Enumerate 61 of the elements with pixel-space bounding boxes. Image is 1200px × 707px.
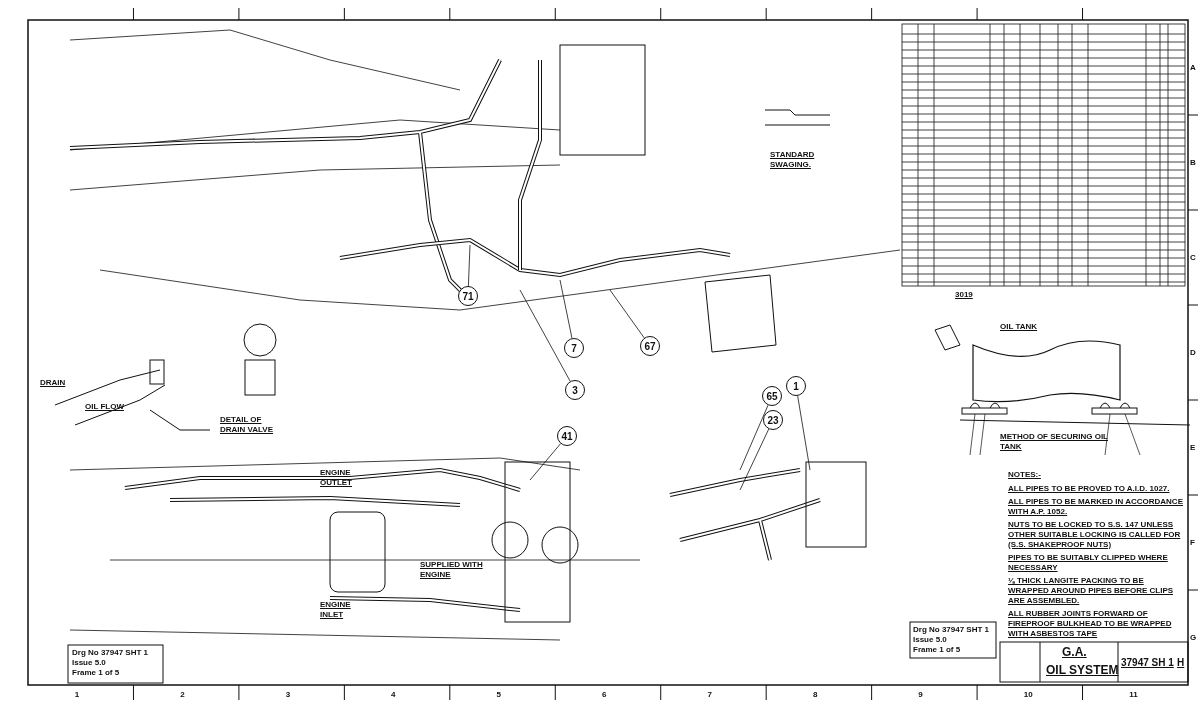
leader-line [519,289,571,382]
note-text: NUTS TO BE LOCKED TO S.S. 147 UNLESS OTHER SUITABLE LOCKING IS CALLED FOR (S.S. SHAKEPROOF NUTS) [1008,520,1182,550]
callout-number: 7 [564,338,584,358]
leader-line [529,443,561,481]
view-heading: METHOD OF SECURING OIL TANK [1000,432,1109,452]
part-label: SUPPLIED WITH ENGINE [420,560,484,580]
zone-marker: 6 [602,690,608,700]
notes-heading: NOTES:- [1008,470,1042,480]
zone-marker: G [1190,632,1198,643]
zone-marker: B [1190,157,1197,168]
revision-letter: H [1177,656,1186,670]
zone-marker: 11 [1129,690,1139,700]
drawing-number: Drg No 37947 SHT 1 [72,648,150,658]
zone-marker: 2 [180,690,186,700]
zone-marker: 1 [74,690,81,700]
zone-marker: 4 [391,690,397,700]
note-text: ALL PIPES TO BE MARKED IN ACCORDANCE WITH A.P. 1052. [1008,497,1184,517]
part-label: ENGINE INLET [320,600,352,620]
leader-line [559,279,573,339]
zone-marker: D [1190,347,1197,358]
leader-line [739,428,770,491]
callout-number: 65 [762,386,782,406]
zone-marker: A [1190,62,1197,73]
zone-marker: 7 [707,690,713,700]
callout-number: 23 [763,410,783,430]
title-text: G.A. [1062,645,1088,659]
callout-number: 41 [557,426,577,446]
view-heading: DETAIL OF DRAIN VALVE [220,415,275,435]
frame-number: Frame 1 of 5 [72,668,121,678]
callout-number: 1 [786,376,806,396]
zone-marker: 9 [918,690,924,700]
zone-marker: 5 [496,690,502,700]
drawing-number: Drg No 37947 SHT 1 [913,625,991,635]
view-heading: OIL TANK [1000,322,1039,332]
callout-number: 71 [458,286,478,306]
zone-marker: E [1190,442,1197,453]
callout-number: 67 [640,336,660,356]
note-text: ALL PIPES TO BE PROVED TO A.I.D. 1027. [1008,484,1171,494]
view-heading: STANDARD SWAGING. [770,150,816,170]
drawing-number: 37947 SH 1 [1121,656,1175,670]
zone-marker: F [1190,537,1196,548]
issue-number: Issue 5.0 [913,635,948,645]
frame-number: Frame 1 of 5 [913,645,962,655]
part-label: ENGINE OUTLET [320,468,353,488]
leader-line [797,395,811,471]
issue-number: Issue 5.0 [72,658,107,668]
note-text: ⅛ THICK LANGITE PACKING TO BE WRAPPED AROUND PIPES BEFORE CLIPS ARE ASSEMBLED. [1008,576,1175,606]
note-text: ALL RUBBER JOINTS FORWARD OF FIREPROOF BULKHEAD TO BE WRAPPED WITH ASBESTOS TAPE [1008,609,1173,639]
note-text: PIPES TO BE SUITABLY CLIPPED WHERE NECESSARY [1008,553,1169,573]
title-text: OIL SYSTEM [1046,663,1116,677]
leader-line [609,289,645,339]
callout-number: 3 [565,380,585,400]
zone-marker: 3 [285,690,292,700]
leader-line [468,244,471,287]
flow-label: OIL FLOW [85,402,125,412]
leader-line [739,404,769,471]
zone-marker: C [1190,252,1197,263]
zone-marker: 10 [1023,690,1034,700]
drawing-number: 3019 [955,290,974,300]
zone-marker: 8 [812,690,819,700]
part-label: DRAIN [40,378,67,388]
